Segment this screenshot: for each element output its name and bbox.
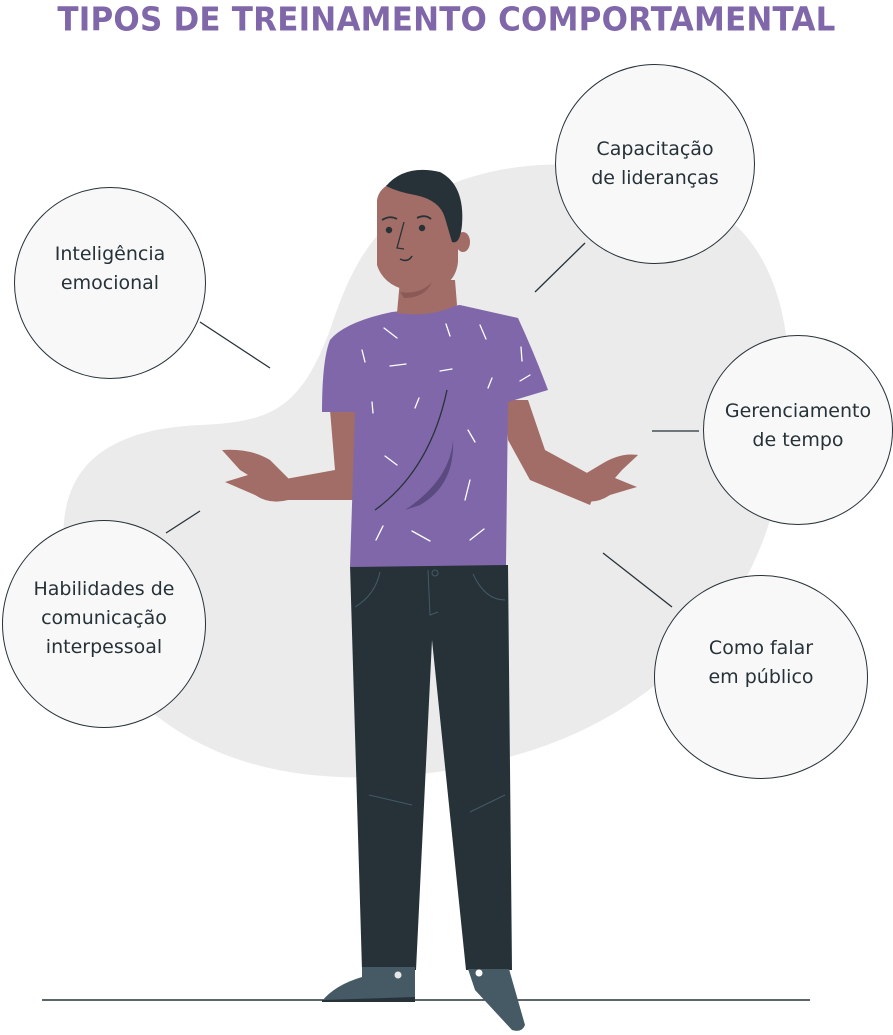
nose (396, 221, 405, 250)
bubble-lideranca: Capacitação de lideranças (555, 64, 755, 264)
bubble-inteligencia-emocional: Inteligência emocional (14, 187, 206, 379)
pants (350, 565, 512, 970)
right-shoe (468, 969, 525, 1031)
shirt-texture (361, 323, 531, 542)
person-figure (222, 169, 638, 1031)
right-hand (575, 454, 638, 502)
left-hand (222, 449, 290, 502)
left-arm (280, 410, 355, 500)
left-shoe (322, 967, 415, 1001)
right-arm (505, 400, 600, 505)
connector-inteligencia (199, 321, 271, 369)
bubble-gerenciamento-tempo: Gerenciamento de tempo (703, 335, 893, 525)
bubble-comunicacao-interpessoal: Habilidades de comunicação interpessoal (2, 520, 206, 728)
bubble-falar-em-publico: Como falar em público (654, 575, 868, 779)
right-eye (418, 224, 426, 232)
left-eye (385, 226, 393, 234)
bubble-label: Capacitação de lideranças (591, 138, 719, 189)
connector-comunicacao (165, 510, 201, 534)
head (377, 177, 458, 292)
smile (399, 255, 413, 262)
bubble-label: Como falar em público (708, 637, 814, 688)
page-title: TIPOS DE TREINAMENTO COMPORTAMENTAL (57, 1, 836, 39)
hair (386, 169, 463, 243)
connector-lines (165, 242, 699, 608)
connector-publico (602, 552, 673, 608)
shirt (322, 305, 548, 567)
bubble-label: Gerenciamento de tempo (724, 400, 872, 451)
bubble-label: Inteligência emocional (54, 243, 166, 294)
bubble-label: Habilidades de comunicação interpessoal (33, 577, 175, 658)
connector-lideranca (534, 242, 586, 293)
